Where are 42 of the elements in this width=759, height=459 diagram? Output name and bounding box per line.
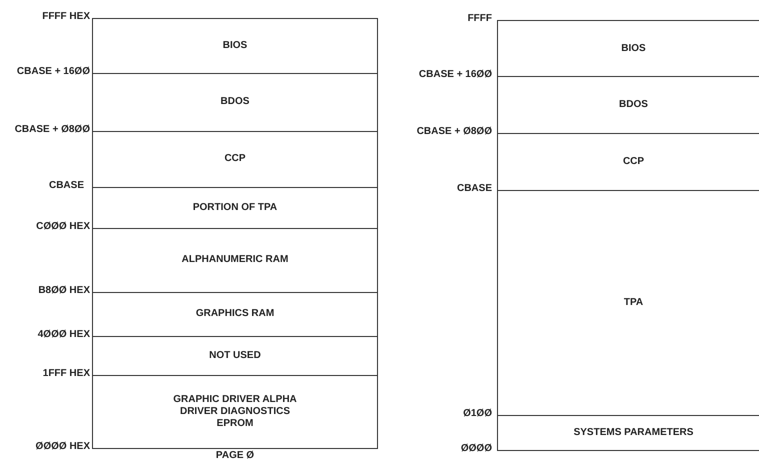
segment-label: GRAPHICS RAM bbox=[196, 308, 274, 320]
address-label: CBASE + Ø8ØØ bbox=[416, 126, 492, 138]
address-label: CBASE bbox=[48, 180, 84, 192]
memory-segment bbox=[92, 18, 378, 74]
memory-segment bbox=[497, 133, 759, 191]
address-label: FFFF bbox=[466, 13, 492, 25]
address-label: CØØØ HEX bbox=[35, 221, 90, 233]
memory-segment bbox=[497, 190, 759, 416]
address-label: CBASE bbox=[456, 183, 492, 195]
memory-segment bbox=[92, 336, 378, 376]
segment-label: BDOS bbox=[220, 96, 250, 108]
page-caption: PAGE Ø bbox=[214, 450, 256, 459]
memory-segment bbox=[92, 73, 378, 132]
address-label: CBASE + 16ØØ bbox=[418, 69, 492, 81]
segment-label: PORTION OF TPA bbox=[192, 202, 278, 214]
segment-label: BDOS bbox=[619, 98, 648, 110]
segment-label: BIOS bbox=[222, 40, 248, 52]
segment-label: CCP bbox=[622, 156, 644, 168]
memory-segment bbox=[92, 292, 378, 337]
address-label: 1FFF HEX bbox=[42, 368, 90, 380]
memory-segment bbox=[92, 131, 378, 188]
address-label: B8ØØ HEX bbox=[37, 285, 90, 297]
address-label: ØØØØ bbox=[460, 443, 492, 455]
address-label: FFFF HEX bbox=[41, 11, 90, 23]
address-label: ØØØØ HEX bbox=[34, 441, 90, 453]
memory-segment bbox=[497, 76, 759, 134]
address-label: CBASE + 16ØØ bbox=[16, 66, 90, 78]
segment-label: BIOS bbox=[621, 42, 646, 54]
segment-label: ALPHANUMERIC RAM bbox=[182, 254, 288, 266]
memory-segment bbox=[92, 228, 378, 293]
segment-label: NOT USED bbox=[209, 350, 261, 362]
address-label: 4ØØØ HEX bbox=[36, 329, 90, 341]
segment-label: TPA bbox=[624, 296, 644, 308]
memory-segment bbox=[497, 415, 759, 451]
memory-segment bbox=[497, 20, 759, 77]
segment-label: SYSTEMS PARAMETERS bbox=[574, 426, 694, 438]
memory-segment bbox=[92, 375, 378, 449]
segment-label: CCP bbox=[224, 153, 246, 165]
address-label: Ø1ØØ bbox=[462, 408, 492, 420]
memory-segment bbox=[92, 187, 378, 229]
segment-label: GRAPHIC DRIVER ALPHA DRIVER DIAGNOSTICS EPROM bbox=[172, 394, 298, 430]
address-label: CBASE + Ø8ØØ bbox=[14, 124, 90, 136]
